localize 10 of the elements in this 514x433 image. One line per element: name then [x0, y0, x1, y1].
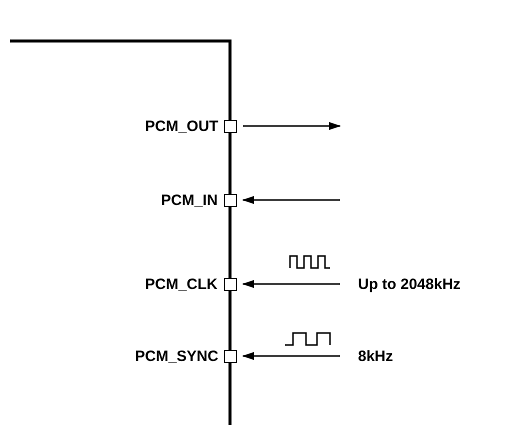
pin-name: PCM_OUT: [145, 118, 218, 134]
pin-name: PCM_CLK: [145, 276, 218, 292]
pin-name: PCM_IN: [161, 192, 218, 208]
pin-name: PCM_SYNC: [135, 348, 218, 364]
signal-arrow: [242, 352, 340, 360]
signal-arrow: [243, 122, 341, 130]
frequency-label: 8kHz: [358, 348, 394, 364]
signal-arrow: [242, 196, 340, 204]
signal-arrow: [242, 280, 340, 288]
frequency-label: Up to 2048kHz: [358, 276, 461, 292]
